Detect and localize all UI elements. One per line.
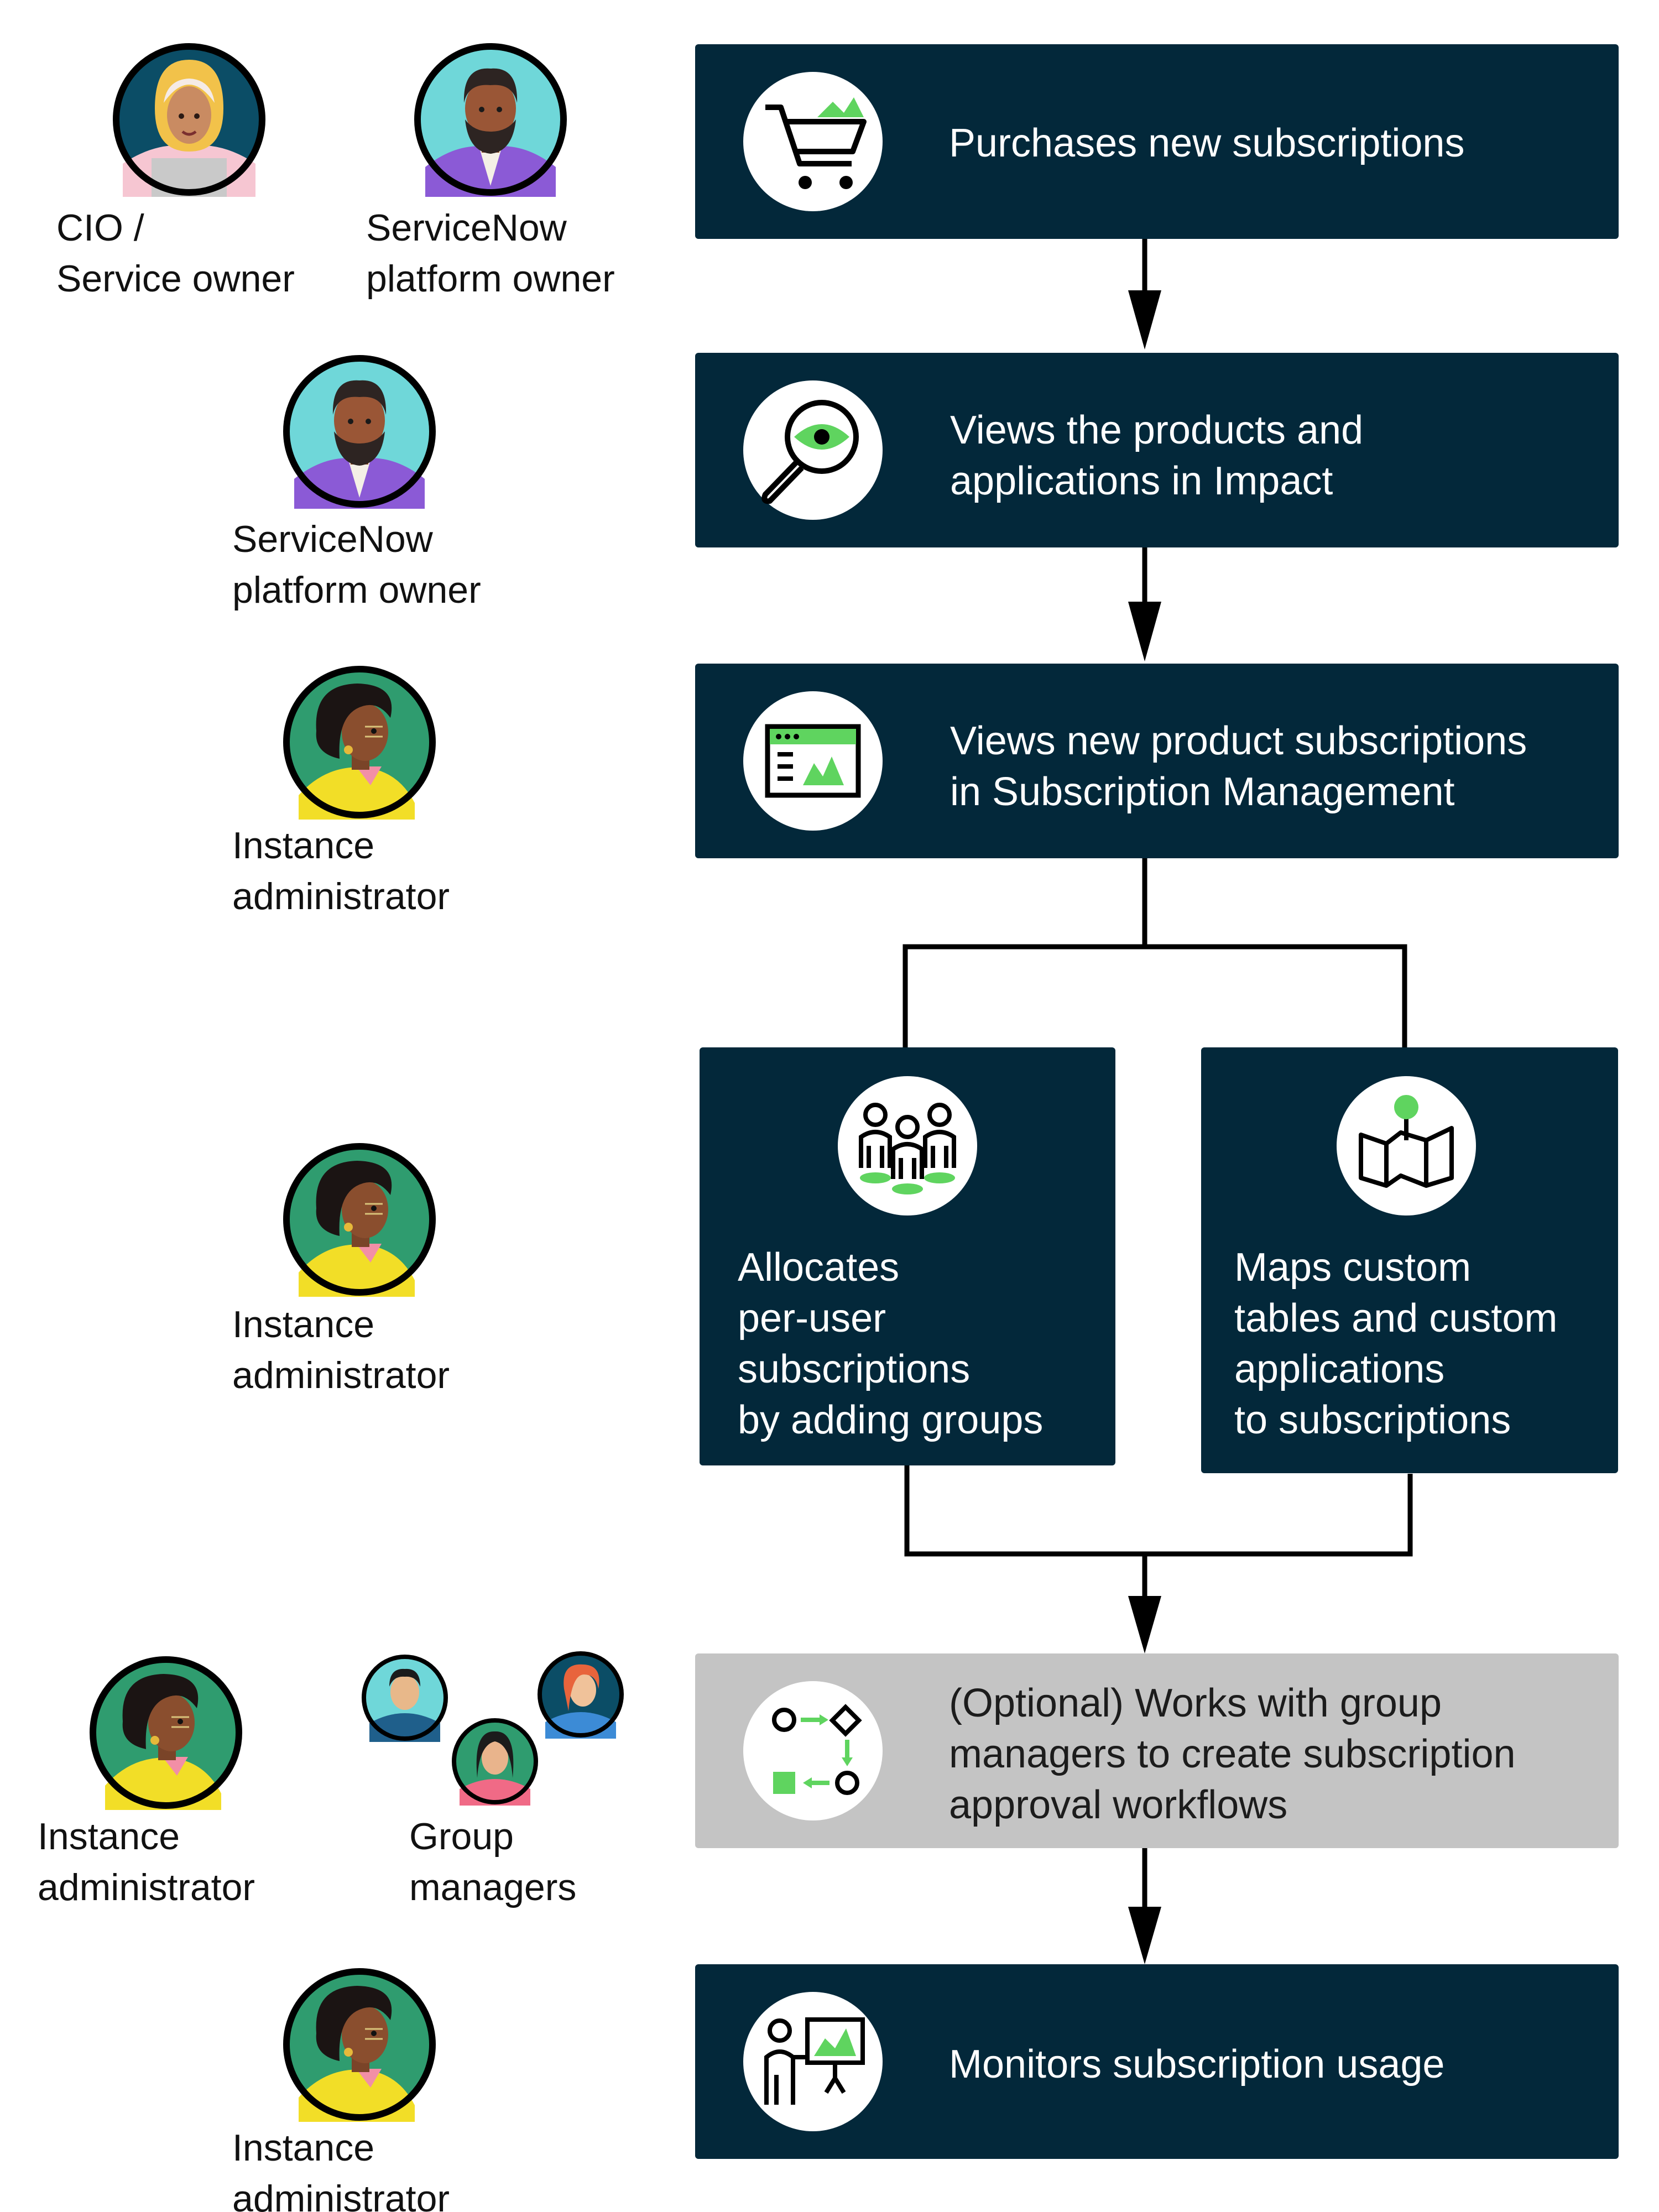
presentation-chart-icon bbox=[743, 1992, 883, 2131]
step-box-purchase bbox=[695, 44, 1619, 239]
step-label-view-subscriptions: Views new product subscriptions in Subsc… bbox=[950, 719, 1538, 814]
bearded-man-avatar bbox=[286, 358, 432, 509]
persona-label-platform-owner-1: ServiceNow platform owner bbox=[366, 207, 615, 300]
dashboard-window-icon bbox=[743, 691, 883, 831]
admin-woman-avatar bbox=[286, 669, 432, 820]
step-label-monitor: Monitors subscription usage bbox=[949, 2042, 1444, 2086]
shopping-cart-icon bbox=[743, 72, 883, 211]
admin-woman-avatar bbox=[286, 1971, 432, 2122]
connector-3-split bbox=[902, 858, 1147, 1047]
arrowhead-6 bbox=[1128, 1907, 1161, 1964]
arrowheads bbox=[1128, 290, 1161, 1964]
step-box-workflows bbox=[695, 1653, 1619, 1848]
step-label-view-impact: Views the products and applications in I… bbox=[950, 408, 1374, 503]
group-manager-avatar-3 bbox=[454, 1720, 536, 1806]
map-pin-icon bbox=[1337, 1076, 1476, 1215]
persona-label-group-managers: Group managers bbox=[409, 1815, 576, 1908]
persona-label-instance-admin-4: Instance administrator bbox=[232, 2127, 450, 2212]
step-box-monitor bbox=[695, 1964, 1619, 2159]
step-box-map bbox=[1201, 1047, 1618, 1473]
workflow-icon bbox=[743, 1681, 883, 1820]
hijab-woman-avatar bbox=[116, 46, 262, 197]
step-box-view-subscriptions bbox=[695, 664, 1619, 858]
group-manager-avatar-2 bbox=[540, 1653, 622, 1739]
connector-3-split-right bbox=[1145, 944, 1407, 1047]
persona-label-platform-owner-2: ServiceNow platform owner bbox=[232, 518, 481, 611]
connectors bbox=[902, 239, 1413, 1930]
arrowhead-3 bbox=[1128, 602, 1161, 661]
persona-label-instance-admin-3: Instance administrator bbox=[38, 1815, 255, 1908]
bearded-man-avatar bbox=[418, 46, 564, 197]
step-box-view-impact bbox=[695, 353, 1619, 547]
step-label-allocate: Allocates per-user subscriptions by addi… bbox=[738, 1245, 1043, 1442]
step-box-allocate bbox=[700, 1047, 1115, 1465]
arrowhead-2 bbox=[1128, 290, 1161, 349]
group-manager-avatar-1 bbox=[364, 1657, 446, 1742]
step-label-map: Maps custom tables and custom applicatio… bbox=[1234, 1245, 1568, 1442]
user-group-icon bbox=[838, 1076, 977, 1215]
persona-label-instance-admin-2: Instance administrator bbox=[232, 1303, 450, 1396]
arrowhead-5 bbox=[1128, 1596, 1161, 1653]
admin-woman-avatar bbox=[93, 1660, 239, 1810]
magnifier-eye-icon bbox=[743, 380, 883, 520]
step-label-purchase: Purchases new subscriptions bbox=[949, 121, 1464, 165]
admin-woman-avatar bbox=[286, 1146, 432, 1297]
step-label-workflows: (Optional) Works with group managers to … bbox=[949, 1681, 1527, 1827]
group-managers-avatars bbox=[364, 1653, 622, 1806]
persona-label-instance-admin-1: Instance administrator bbox=[232, 825, 450, 917]
connector-merge bbox=[904, 1465, 1413, 1557]
persona-label-cio: CIO / Service owner bbox=[56, 207, 295, 300]
